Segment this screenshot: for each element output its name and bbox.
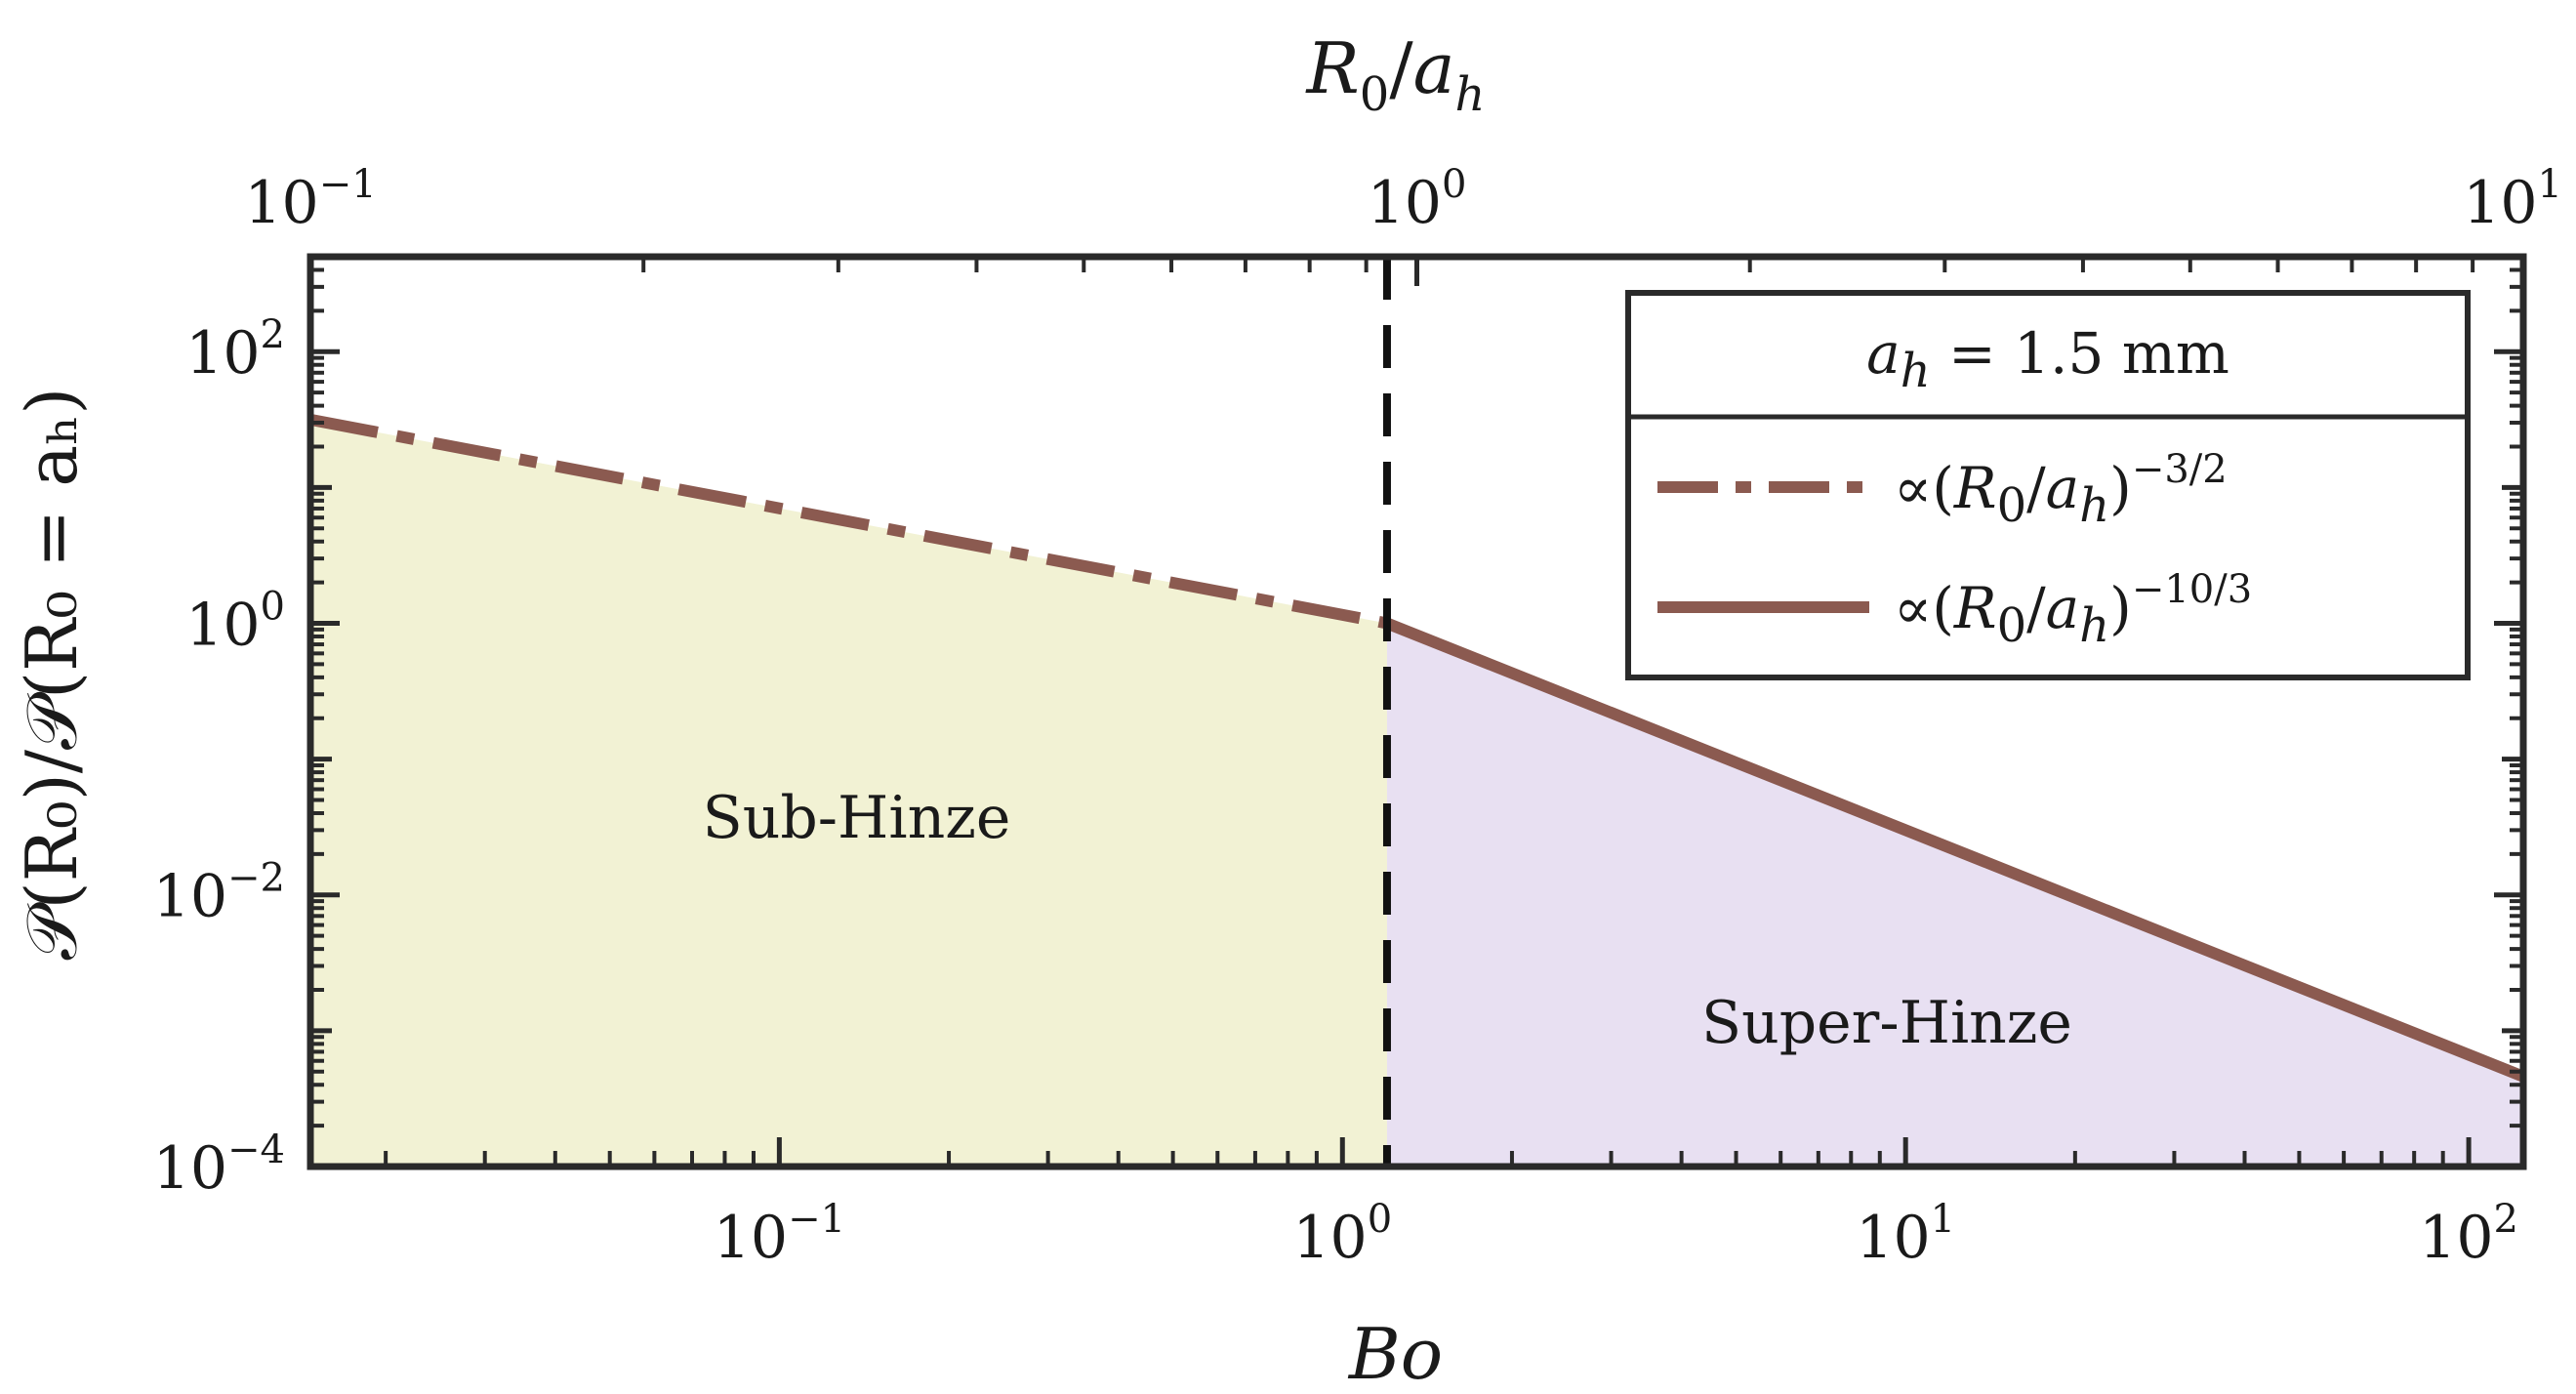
legend: ah = 1.5 mm ∝(R0/ah)−3/2 ∝(R0/ah)−10/3 [1625,290,2471,680]
legend-title: ah = 1.5 mm [1866,320,2229,398]
top-axis-ticks [307,257,2526,286]
y-axis-title: 𝒫(R₀)/𝒫(R₀ = aₕ) [11,388,93,961]
legend-box [1625,290,2471,680]
sub-hinze-region [310,419,1387,1167]
tick-label: 100 [185,584,285,659]
bottom-axis-ticks [384,1137,2472,1167]
left-tick-labels: 10−4 10−2 100 102 [153,312,285,1203]
tick-label: 10−1 [714,1197,845,1272]
tick-label: 102 [185,312,285,388]
region-label-sub-hinze: Sub-Hinze [703,784,1011,852]
tick-label: 10−2 [153,856,285,931]
top-tick-labels: 10−1 100 101 [244,162,2562,237]
series-line-minus-3-2 [308,413,1389,630]
tick-label: 101 [2463,162,2562,237]
tick-label: 100 [1368,162,1467,237]
x-axis-title-bottom: Bo [1347,1313,1443,1394]
plot-frame [307,253,2527,1170]
legend-entry-2: ∝(R0/ah)−10/3 [1894,567,2252,653]
bottom-tick-labels: 10−1 100 101 102 [714,1197,2518,1272]
tick-label: 10−1 [244,162,376,237]
tick-label: 101 [1856,1197,1955,1272]
right-axis-ticks [2494,255,2523,1169]
series-line-minus-10-3 [1384,617,2526,1083]
legend-entry-1: ∝(R0/ah)−3/2 [1894,447,2228,533]
x-axis-title-top: R0/ah [1305,27,1486,122]
region-label-super-hinze: Super-Hinze [1701,989,2072,1057]
super-hinze-region [1386,623,2523,1167]
tick-label: 100 [1292,1197,1392,1272]
tick-label: 10−4 [153,1128,285,1203]
tick-label: 102 [2419,1197,2518,1272]
